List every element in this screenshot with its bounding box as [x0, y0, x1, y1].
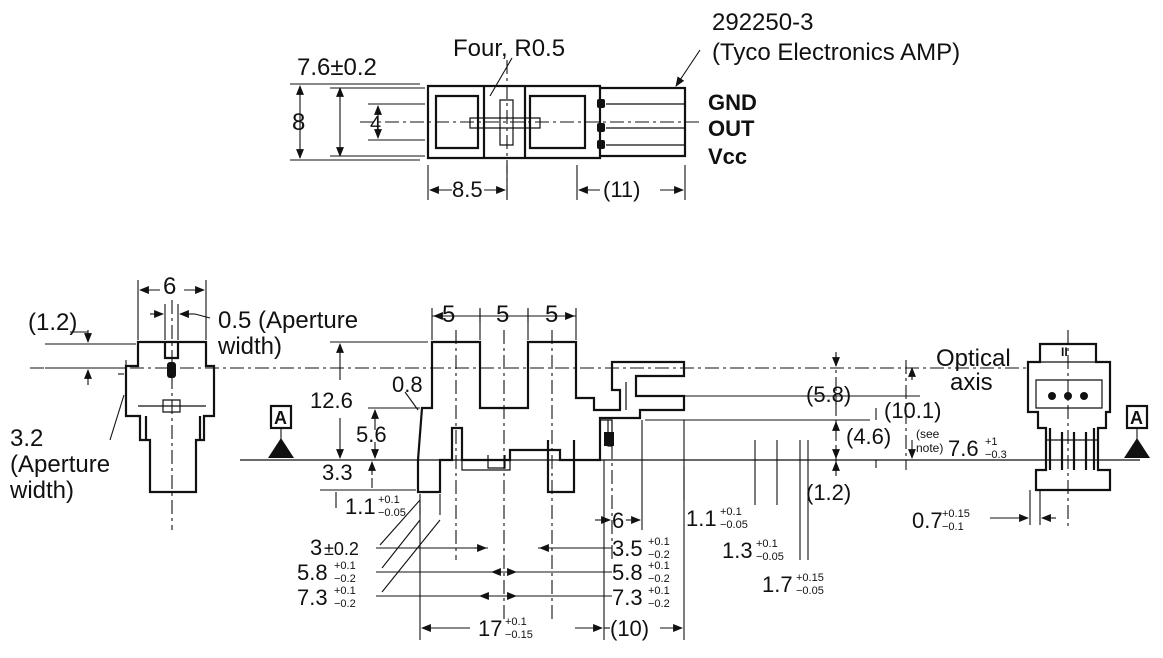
dim-17-tol-dn: −0.15	[505, 629, 533, 641]
dim-1-1-left: 1.1	[345, 494, 376, 519]
dim-3-tol: ±0.2	[324, 539, 359, 559]
dim-0-7-tol-dn: −0.1	[942, 521, 964, 533]
pin-gnd-label: GND	[708, 90, 757, 115]
dim-17: 17	[478, 616, 502, 641]
dim-0-7-tol-up: +0.15	[942, 508, 970, 520]
dim-5-8-right-tol-up: +0.1	[648, 560, 670, 572]
section-mark-a-left: A	[274, 408, 287, 428]
dim-1-1-left-tol-dn: −0.05	[378, 507, 406, 519]
top-view	[290, 49, 701, 200]
corner-radius-note: Four, R0.5	[453, 35, 565, 62]
dim-7-3-left-tol-dn: −0.2	[334, 598, 356, 610]
dim-height-8: 8	[292, 109, 305, 136]
dim-1-7: 1.7	[762, 572, 793, 597]
dim-1-1-right: 1.1	[686, 506, 717, 531]
aperture-top-label-1: 0.5 (Aperture	[218, 307, 358, 334]
see-note-1: (see	[916, 427, 940, 441]
right-side-view	[990, 330, 1112, 530]
connector-part-number: 292250-3	[712, 9, 813, 36]
optical-axis-label-2: axis	[950, 369, 993, 396]
pitch-5-a: 5	[442, 301, 455, 328]
dim-5-8-right-tol-dn: −0.2	[648, 573, 670, 585]
front-view	[320, 308, 920, 640]
section-marker-left	[268, 404, 294, 458]
dim-7-3-right-tol-dn: −0.2	[648, 598, 670, 610]
aperture-side-label-1: 3.2	[10, 425, 43, 452]
pin-vcc-label: Vcc	[708, 144, 747, 169]
dim-3-5: 3.5	[612, 536, 643, 561]
dim-7-3-right: 7.3	[612, 585, 643, 610]
dim-5-8-left-tol-dn: −0.2	[334, 573, 356, 585]
pitch-5-c: 5	[545, 301, 558, 328]
dim-7-3-right-tol-up: +0.1	[648, 585, 670, 597]
dim-1-1-right-tol-dn: −0.05	[720, 519, 748, 531]
pin-out-label: OUT	[708, 116, 755, 141]
dim-0-8: 0.8	[392, 372, 423, 397]
dim-1-3: 1.3	[722, 538, 753, 563]
dim-10-1: (10.1)	[884, 398, 941, 423]
dim-4-6: (4.6)	[846, 424, 891, 449]
connector-maker: (Tyco Electronics AMP)	[712, 39, 960, 66]
aperture-side-label-2: (Aperture	[10, 451, 110, 478]
dim-3: 3	[310, 535, 322, 560]
dim-3-3: 3.3	[322, 460, 353, 485]
right-view-top-mark: II	[1061, 345, 1068, 359]
dim-7-6-tol-up: +1	[985, 436, 998, 448]
dim-width-tolerance: 7.6±0.2	[297, 54, 377, 81]
dim-inner-4: 4	[370, 113, 381, 135]
dim-1-3-tol-dn: −0.05	[756, 551, 784, 563]
dim-1-1-right-tol-up: +0.1	[720, 506, 742, 518]
dim-1-2-right: (1.2)	[806, 480, 851, 505]
dim-7-3-left: 7.3	[297, 585, 328, 610]
dim-10: (10)	[610, 616, 649, 641]
dim-connector-length: (11)	[603, 177, 641, 202]
pitch-5-b: 5	[496, 301, 509, 328]
dim-3-5-tol-dn: −0.2	[648, 549, 670, 561]
dim-1-7-tol-up: +0.15	[796, 572, 824, 584]
dim-5-6: 5.6	[356, 422, 387, 447]
dim-5-8-paren: (5.8)	[806, 382, 851, 407]
dim-5-8-left-tol-up: +0.1	[334, 560, 356, 572]
left-side-view	[45, 280, 216, 530]
dim-5-8-left: 5.8	[297, 560, 328, 585]
left-dim-6: 6	[163, 273, 176, 300]
dim-1-1-left-tol-up: +0.1	[378, 494, 400, 506]
see-note-2: note)	[916, 441, 943, 455]
dim-7-6: 7.6	[948, 436, 979, 461]
section-mark-a-right: A	[1130, 408, 1143, 428]
dim-7-3-left-tol-up: +0.1	[334, 585, 356, 597]
dim-6-front: 6	[612, 508, 624, 533]
dim-12-6: 12.6	[310, 388, 353, 413]
dim-1-3-tol-up: +0.1	[756, 538, 778, 550]
dim-7-6-tol-dn: −0.3	[985, 449, 1007, 461]
dim-1-7-tol-dn: −0.05	[796, 585, 824, 597]
dim-5-8-right: 5.8	[612, 560, 643, 585]
dim-0-7: 0.7	[912, 508, 943, 533]
dim-17-tol-up: +0.1	[505, 616, 527, 628]
aperture-top-label-2: width)	[217, 333, 282, 360]
left-dim-1-2: (1.2)	[28, 309, 77, 336]
section-marker-right	[1124, 404, 1150, 458]
dim-3-5-tol-up: +0.1	[648, 536, 670, 548]
aperture-side-label-3: width)	[9, 477, 74, 504]
optical-axis-label-1: Optical	[936, 345, 1011, 372]
dim-slot-pitch: 8.5	[452, 177, 483, 202]
